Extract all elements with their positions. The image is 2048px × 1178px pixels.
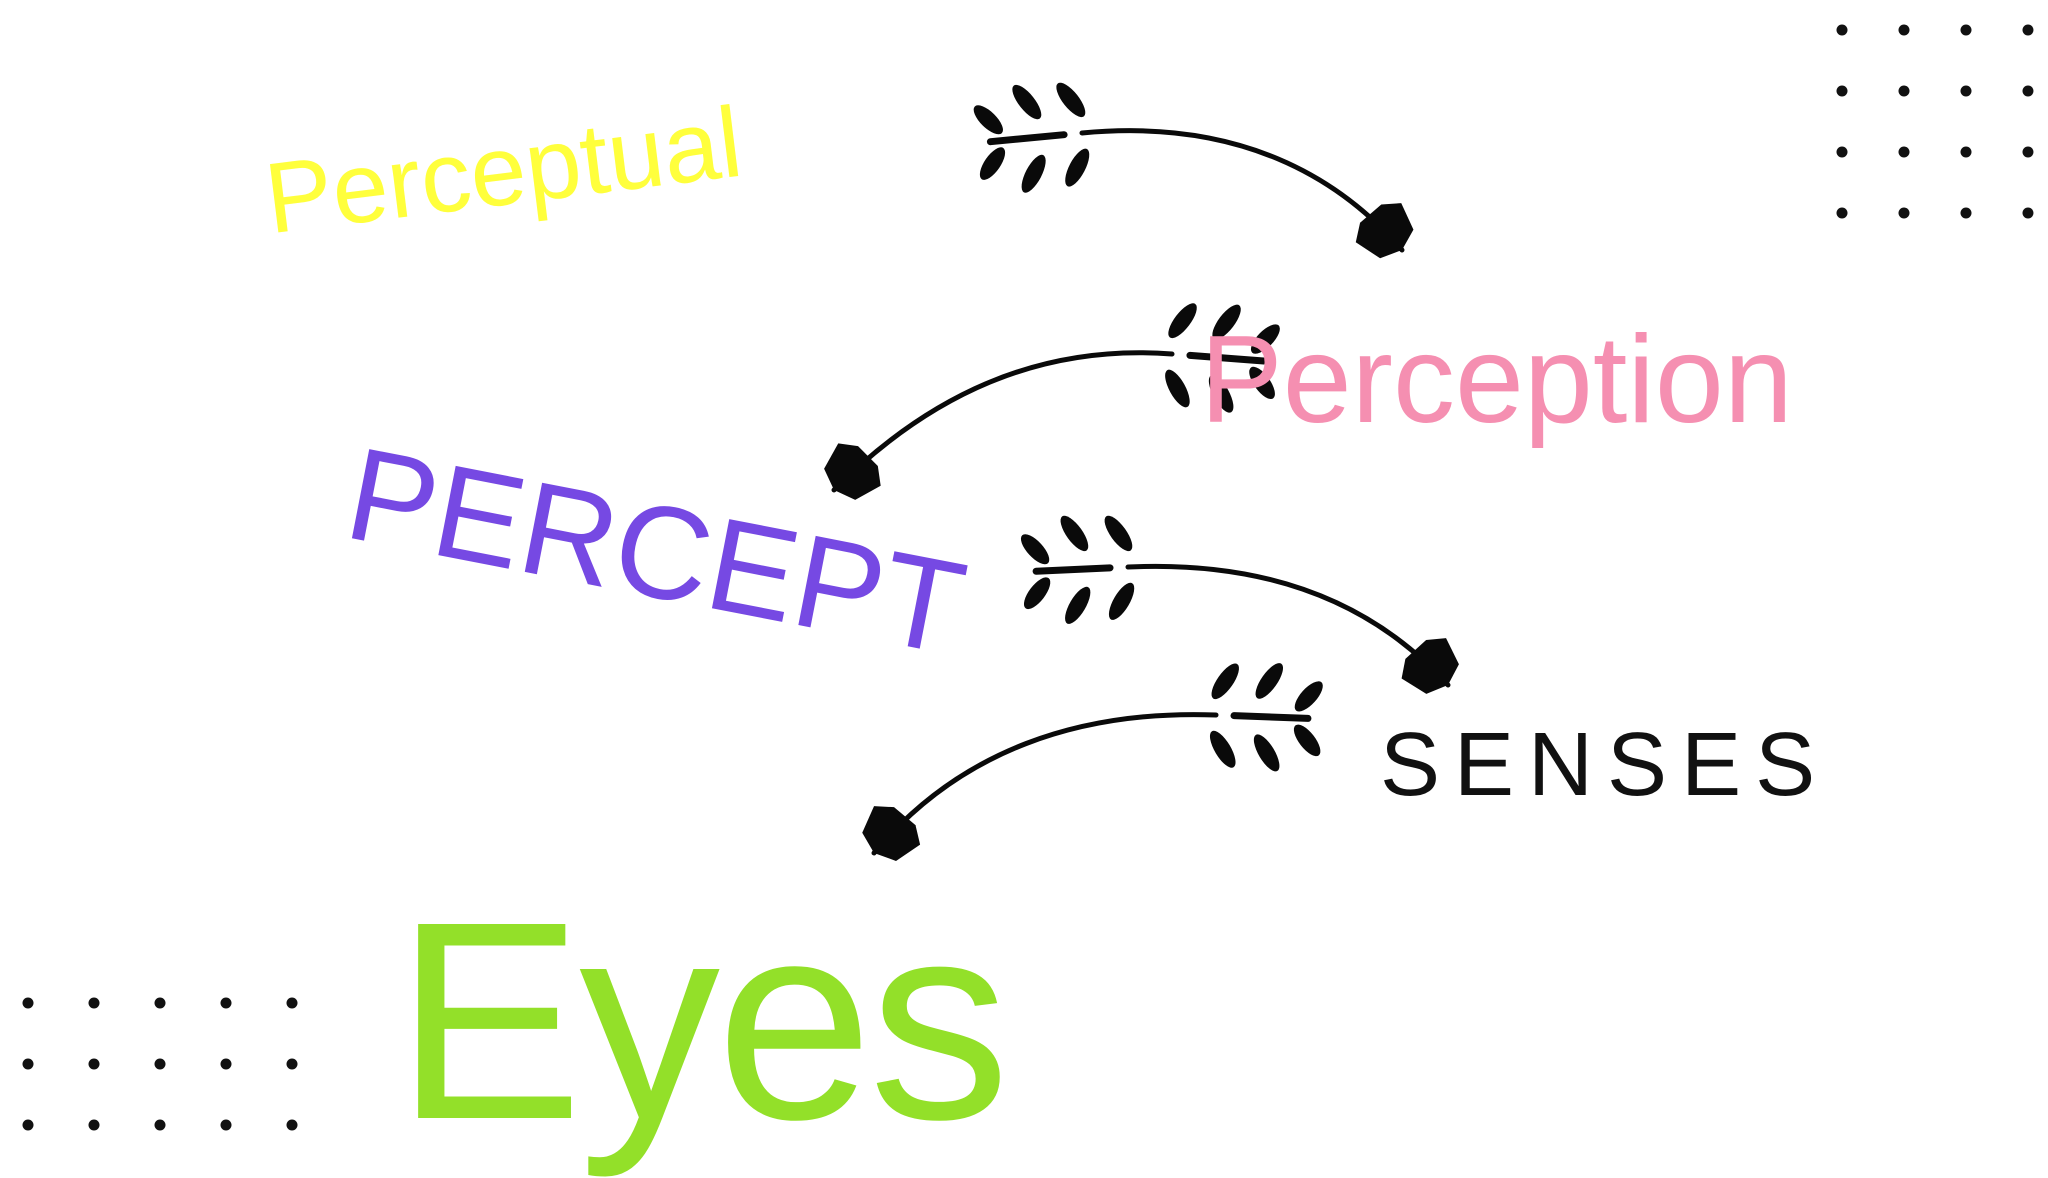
arrow-head-icon	[812, 434, 890, 512]
leafy-arrow-icon	[967, 74, 1098, 201]
grid-dot	[154, 1058, 166, 1070]
word-senses: SENSES	[1380, 715, 1830, 815]
grid-dot	[1836, 207, 1848, 219]
arrow-shaft	[871, 712, 1219, 856]
grid-dot	[1960, 24, 1972, 36]
grid-dot	[286, 1119, 298, 1131]
grid-dot	[154, 1119, 166, 1131]
grid-dot	[286, 997, 298, 1009]
grid-dot	[1960, 207, 1972, 219]
grid-dot	[1836, 85, 1848, 97]
grid-dot	[1898, 146, 1910, 158]
grid-dot	[1898, 207, 1910, 219]
grid-dot	[22, 1058, 34, 1070]
grid-dot	[220, 1058, 232, 1070]
grid-dot	[220, 997, 232, 1009]
arrow-shaft	[1125, 563, 1451, 688]
arrow-perceptual-to-perception	[967, 74, 1425, 270]
grid-dot	[2022, 146, 2034, 158]
word-eyes: Eyes	[395, 863, 1010, 1178]
grid-dot	[88, 1058, 100, 1070]
grid-dot	[1898, 85, 1910, 97]
grid-dot	[220, 1119, 232, 1131]
arrow-senses-to-eyes	[850, 657, 1329, 873]
grid-dot	[154, 997, 166, 1009]
grid-dot	[22, 997, 34, 1009]
grid-dot	[2022, 85, 2034, 97]
word-perception: Perception	[1200, 311, 1793, 449]
grid-dot	[2022, 24, 2034, 36]
grid-dot	[1836, 146, 1848, 158]
arrow-perception-to-percept	[812, 295, 1287, 512]
arrow-shaft	[831, 350, 1175, 493]
leafy-arrow-icon	[1204, 657, 1329, 777]
dot-grid-top-right	[1836, 24, 2034, 219]
grid-dot	[1960, 146, 1972, 158]
grid-dot	[286, 1058, 298, 1070]
arrow-shaft	[1079, 128, 1405, 253]
grid-dot	[88, 1119, 100, 1131]
dot-grid-bottom-left	[22, 997, 298, 1131]
arrow-head-icon	[1393, 629, 1471, 706]
grid-dot	[88, 997, 100, 1009]
grid-dot	[1898, 24, 1910, 36]
leafy-arrow-icon	[1015, 509, 1141, 630]
arrow-percept-to-senses	[1015, 509, 1471, 706]
grid-dot	[22, 1119, 34, 1131]
grid-dot	[1836, 24, 1848, 36]
grid-dot	[1960, 85, 1972, 97]
grid-dot	[2022, 207, 2034, 219]
diagram-canvas	[22, 24, 2034, 1131]
